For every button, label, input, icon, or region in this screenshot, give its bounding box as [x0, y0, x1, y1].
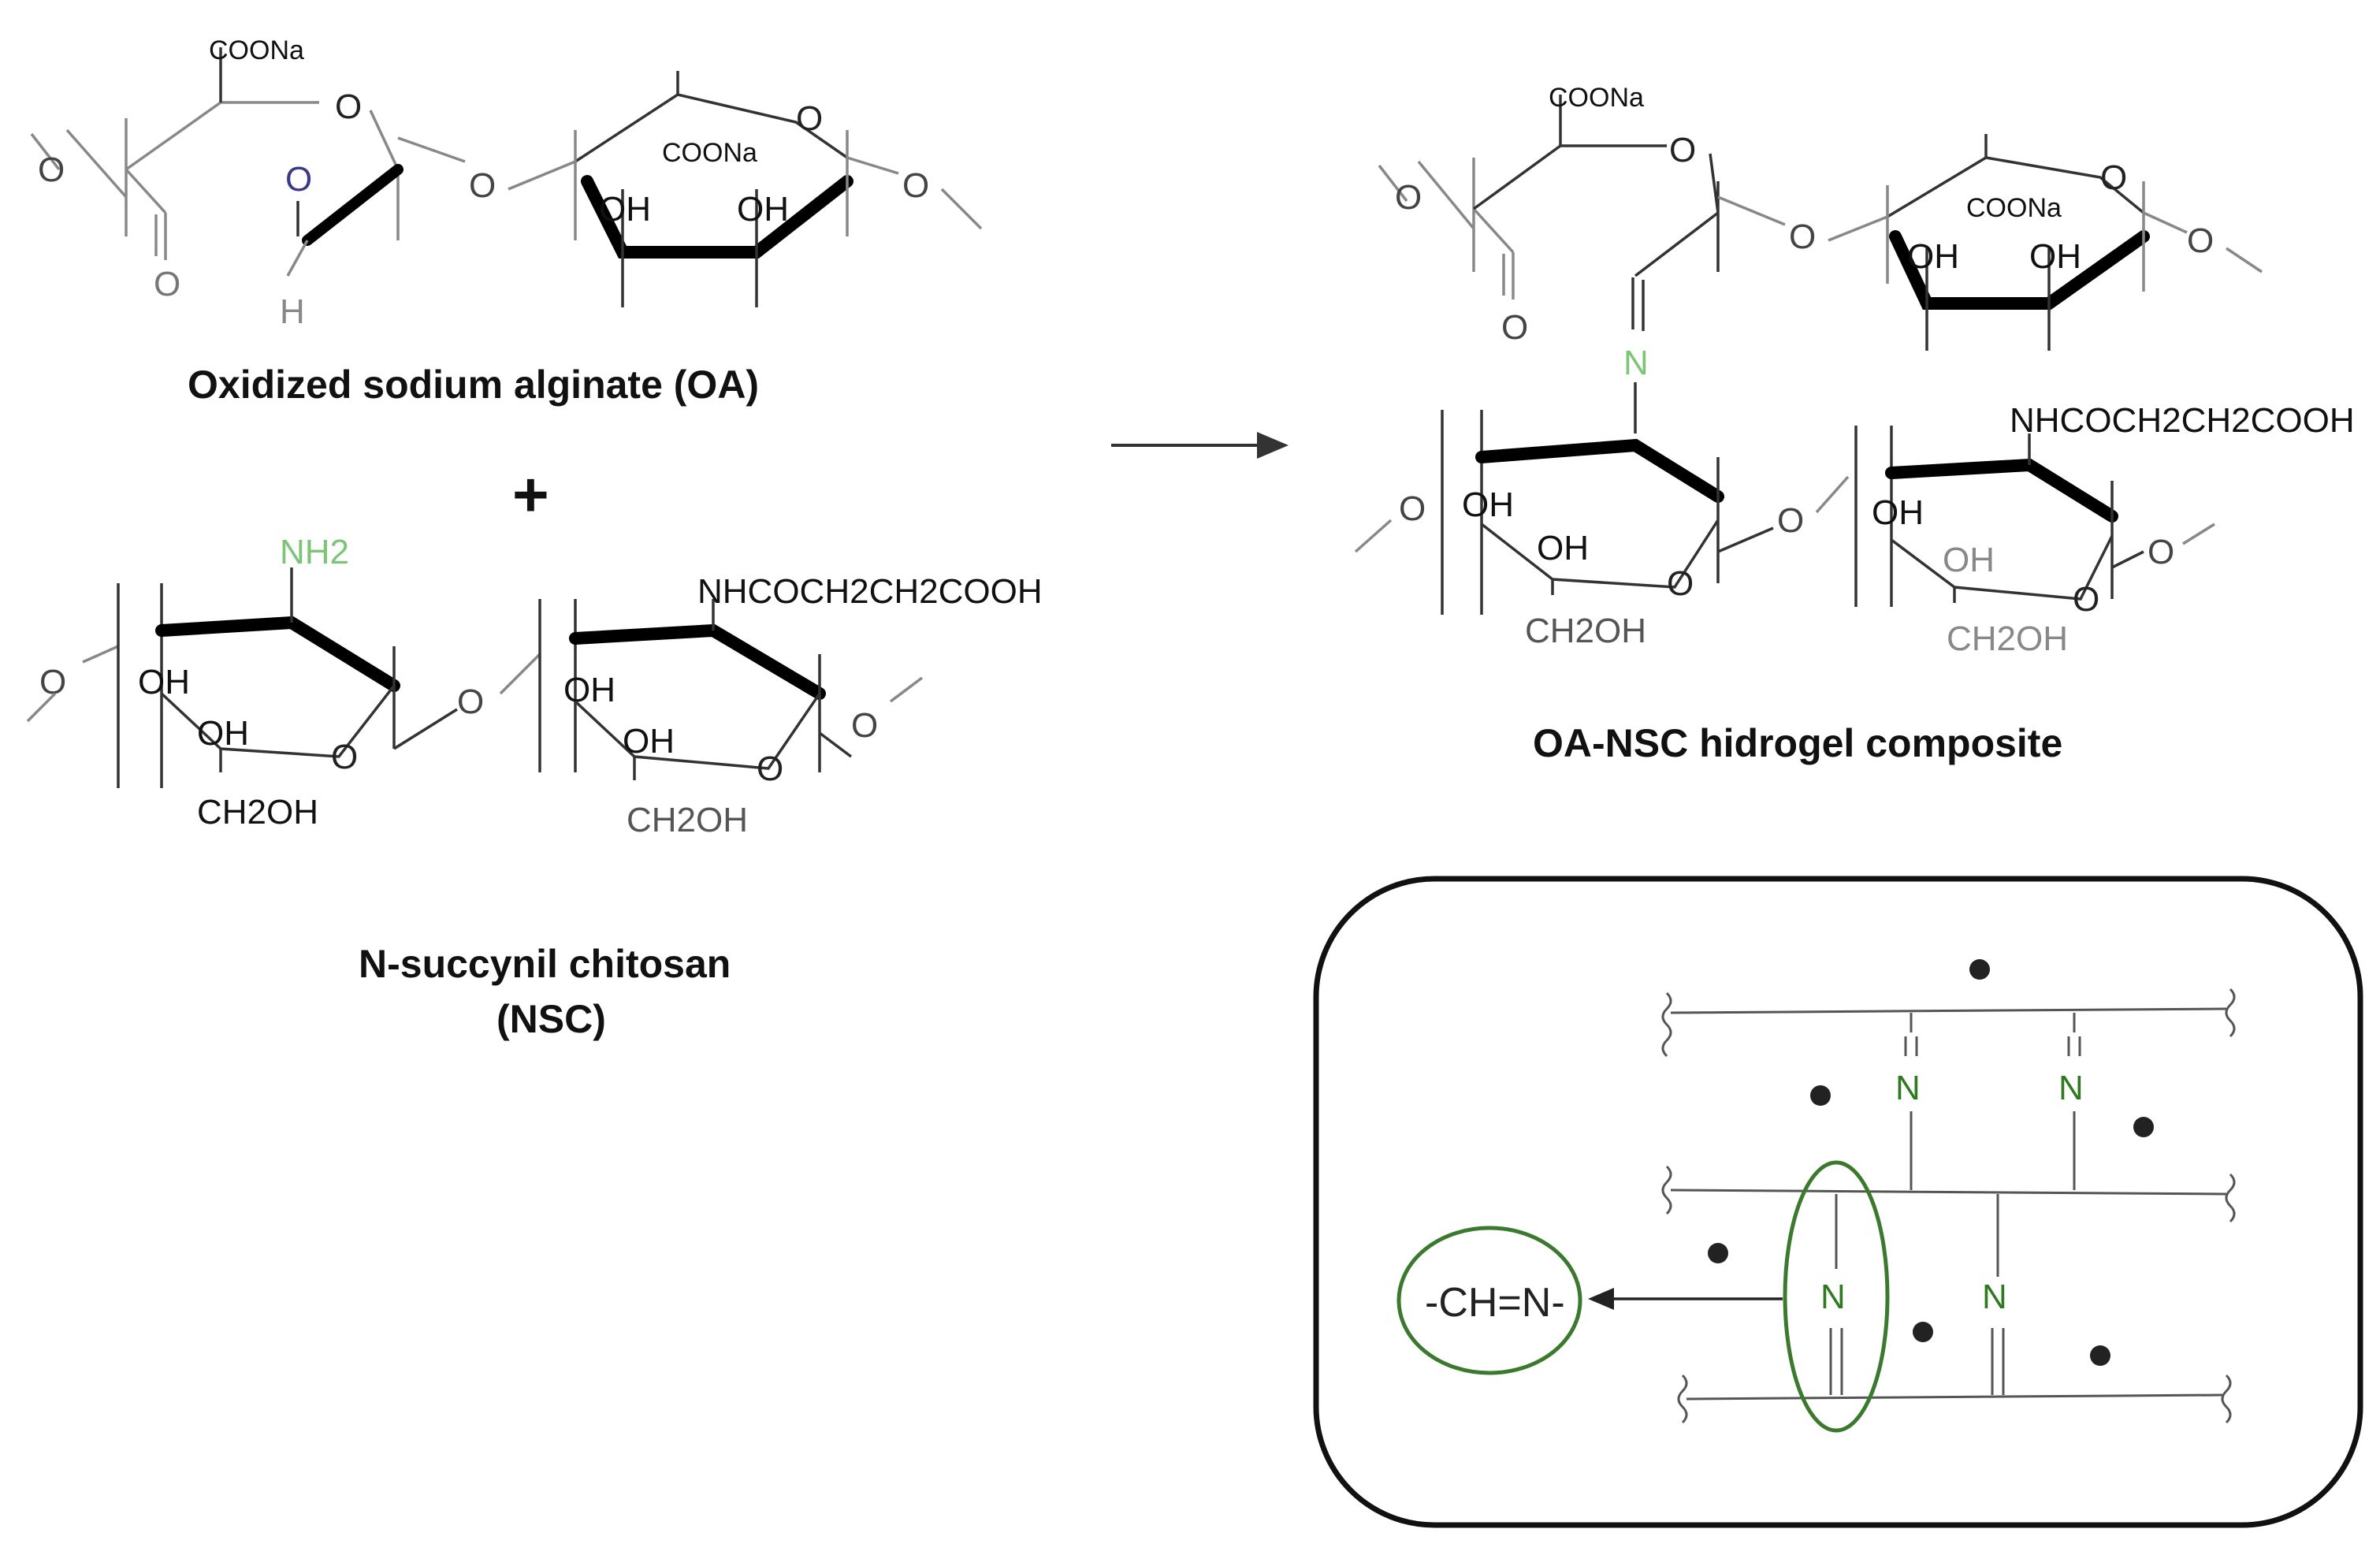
oa-aldehyde-oxygen: O — [285, 160, 312, 199]
crosslink-1: N — [1895, 1013, 1921, 1190]
crosslink-nitrogen-1: N — [1895, 1069, 1921, 1107]
imine-label-ellipse — [1396, 1226, 1582, 1375]
product-hydroxyl-5: OH — [1872, 493, 1924, 532]
polymer-chain-2 — [1670, 1189, 2227, 1196]
nsc-oxygen-right: O — [851, 706, 878, 745]
oa-structure: O O COONa O H O O O COONa OH OH O — [30, 35, 983, 331]
nsc-ring-oxygen-2: O — [757, 750, 783, 788]
crosslink-4: N — [1982, 1194, 2007, 1395]
chain-break-1l — [1661, 991, 1672, 1058]
nsc-caption-line1: N-succynil chitosan — [359, 942, 731, 986]
product-hydroxyl-3: OH — [1462, 485, 1514, 524]
oa-ring-oxygen-2: O — [796, 99, 823, 138]
chain-break-2r — [2225, 1173, 2236, 1223]
nsc-amine: NH2 — [280, 533, 349, 571]
product-ch2oh-2: CH2OH — [1947, 619, 2068, 658]
product-oxygen-left: O — [1395, 178, 1422, 217]
oa-coona-1: COONa — [209, 35, 304, 65]
nsc-caption-line2: (NSC) — [496, 997, 606, 1041]
product-hydroxyl-1: OH — [1907, 237, 1959, 276]
nsc-hydroxyl-4: OH — [623, 722, 675, 761]
crosslink-nitrogen-4: N — [1982, 1278, 2007, 1316]
particle — [1708, 1243, 1728, 1263]
nsc-ch2oh-2: CH2OH — [627, 801, 748, 839]
product-ring-oxygen-1: O — [1669, 131, 1696, 169]
nsc-succinyl-group: NHCOCH2CH2COOH — [697, 572, 1043, 611]
chain-break-1r — [2225, 988, 2236, 1038]
oa-caption: Oxidized sodium alginate (OA) — [188, 363, 759, 407]
nsc-hydroxyl-3: OH — [563, 671, 615, 709]
product-succinyl-group: NHCOCH2CH2COOH — [2010, 401, 2355, 440]
product-imine-nitrogen: N — [1623, 344, 1649, 382]
nsc-ch2oh-1: CH2OH — [197, 793, 318, 831]
crosslink-nitrogen-3: N — [1820, 1278, 1846, 1316]
product-hydroxyl-2: OH — [2029, 237, 2081, 276]
chain-break-3r — [2221, 1374, 2232, 1424]
product-hydroxyl-4: OH — [1537, 529, 1589, 567]
particle — [1810, 1085, 1831, 1106]
product-oxygen-right-2: O — [2148, 533, 2174, 571]
particle — [2133, 1117, 2154, 1137]
polymer-chain-3 — [1686, 1393, 2223, 1401]
oa-carbonyl-oxygen-1: O — [154, 265, 180, 303]
nsc-hydroxyl-2: OH — [197, 714, 249, 753]
product-structure: O O COONa O N O O COONa OH OH O O OH O — [1354, 83, 2355, 658]
particle — [2090, 1345, 2110, 1366]
product-oxygen-left-2: O — [1399, 489, 1426, 528]
polymer-chain-1 — [1670, 1007, 2227, 1014]
product-caption: OA-NSC hidrogel composite — [1533, 721, 2062, 765]
oa-glycosidic-oxygen-1: O — [469, 166, 496, 205]
oa-hydroxyl-2: OH — [737, 190, 789, 229]
inset-frame — [1313, 876, 2363, 1528]
oa-ring-oxygen-1: O — [335, 87, 362, 126]
product-ch2oh-1: CH2OH — [1525, 612, 1646, 650]
crosslink-nitrogen-2: N — [2058, 1069, 2084, 1107]
oa-hydroxyl-1: OH — [599, 190, 651, 229]
product-ring-oxygen-3: O — [1667, 564, 1694, 603]
product-oxygen-right-1: O — [2187, 221, 2214, 260]
oa-oxygen-right: O — [902, 166, 929, 205]
product-ring-oxygen-4: O — [2073, 580, 2099, 619]
imine-label: -CH=N- — [1425, 1280, 1565, 1326]
product-ring-oxygen-2: O — [2100, 158, 2127, 197]
product-glycosidic-oxygen-1: O — [1789, 218, 1816, 256]
crosslink-2: N — [2058, 1013, 2084, 1190]
nsc-glycosidic-oxygen: O — [457, 683, 484, 721]
chain-break-3l — [1677, 1374, 1688, 1424]
nsc-ring-oxygen-1: O — [331, 738, 358, 776]
nsc-structure: O NH2 OH O OH CH2OH O NHCOCH2CH2COOH OH … — [26, 533, 1043, 839]
reaction-arrow — [1111, 432, 1289, 459]
product-coona-2: COONa — [1966, 193, 2062, 223]
oa-oxygen-left: O — [38, 151, 65, 189]
oa-aldehyde-h: H — [280, 292, 305, 331]
product-coona-1: COONa — [1549, 83, 1644, 113]
product-hydroxyl-6: OH — [1943, 541, 1995, 579]
imine-highlight-ellipse — [1783, 1160, 1890, 1433]
product-carbonyl-oxygen: O — [1501, 308, 1528, 347]
oa-coona-2: COONa — [662, 138, 757, 168]
pointer-arrow-head — [1588, 1288, 1614, 1310]
crosslink-3: N — [1820, 1194, 1846, 1395]
product-glycosidic-oxygen-2: O — [1777, 501, 1804, 540]
plus-sign: + — [512, 459, 549, 530]
chain-break-2l — [1661, 1165, 1672, 1215]
network-inset: N N N N -CH=N- — [1313, 876, 2363, 1528]
particle — [1913, 1322, 1933, 1342]
particle — [1969, 959, 1990, 980]
